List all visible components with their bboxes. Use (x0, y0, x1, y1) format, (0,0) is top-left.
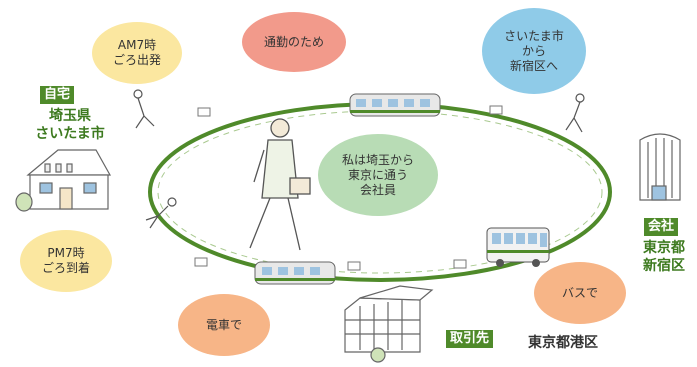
bubble-route-line2: から (521, 43, 546, 58)
house-icon (15, 149, 112, 212)
office-city: 東京都 (643, 240, 685, 256)
bubble-departure-line2: ごろ出発 (112, 53, 161, 67)
bubble-train-text: 電車で (205, 317, 242, 332)
businessman-icon (249, 118, 311, 251)
bubble-center-line3: 会社員 (359, 182, 396, 197)
walking-figure-depart-icon (133, 89, 155, 129)
bubble-departure: AM7時 ごろ出発 (92, 22, 182, 84)
bubble-bus-text: バスで (561, 285, 598, 300)
office-tag: 会社 (644, 218, 679, 236)
client-building-icon (344, 285, 434, 363)
client-location: 東京都港区 (528, 335, 598, 351)
office-ward: 新宿区 (643, 258, 685, 274)
bubble-arrival-line2: ごろ到着 (41, 261, 90, 275)
walking-figure-route-icon (565, 93, 585, 133)
bubble-arrival: PM7時 ごろ到着 (20, 230, 112, 292)
home-city: さいたま市 (35, 126, 105, 142)
bubble-bus: バスで (534, 262, 626, 324)
bubble-route: さいたま市 から 新宿区へ (482, 8, 586, 94)
bubble-center-line2: 東京に通う (347, 167, 408, 182)
client-tag: 取引先 (446, 330, 494, 348)
bubble-arrival-line1: PM7時 (47, 246, 85, 260)
home-prefecture: 埼玉県 (49, 108, 91, 124)
office-building-icon (639, 133, 681, 201)
station-markers (194, 105, 503, 271)
bubble-departure-line1: AM7時 (117, 38, 157, 52)
train-top-icon (349, 93, 441, 117)
bubble-train: 電車で (178, 294, 270, 356)
bubble-route-line1: さいたま市 (504, 28, 564, 43)
bubble-commute-purpose: 通勤のため (242, 12, 346, 72)
walking-figure-arrive-icon (145, 197, 177, 229)
bubble-route-line3: 新宿区へ (509, 58, 558, 73)
home-tag: 自宅 (40, 86, 75, 104)
bubble-center-line1: 私は埼玉から (341, 152, 414, 167)
bubble-commute-purpose-text: 通勤のため (263, 34, 324, 49)
train-bottom-icon (254, 261, 336, 285)
bubble-center-persona: 私は埼玉から 東京に通う 会社員 (318, 134, 438, 216)
bus-icon (486, 227, 550, 267)
